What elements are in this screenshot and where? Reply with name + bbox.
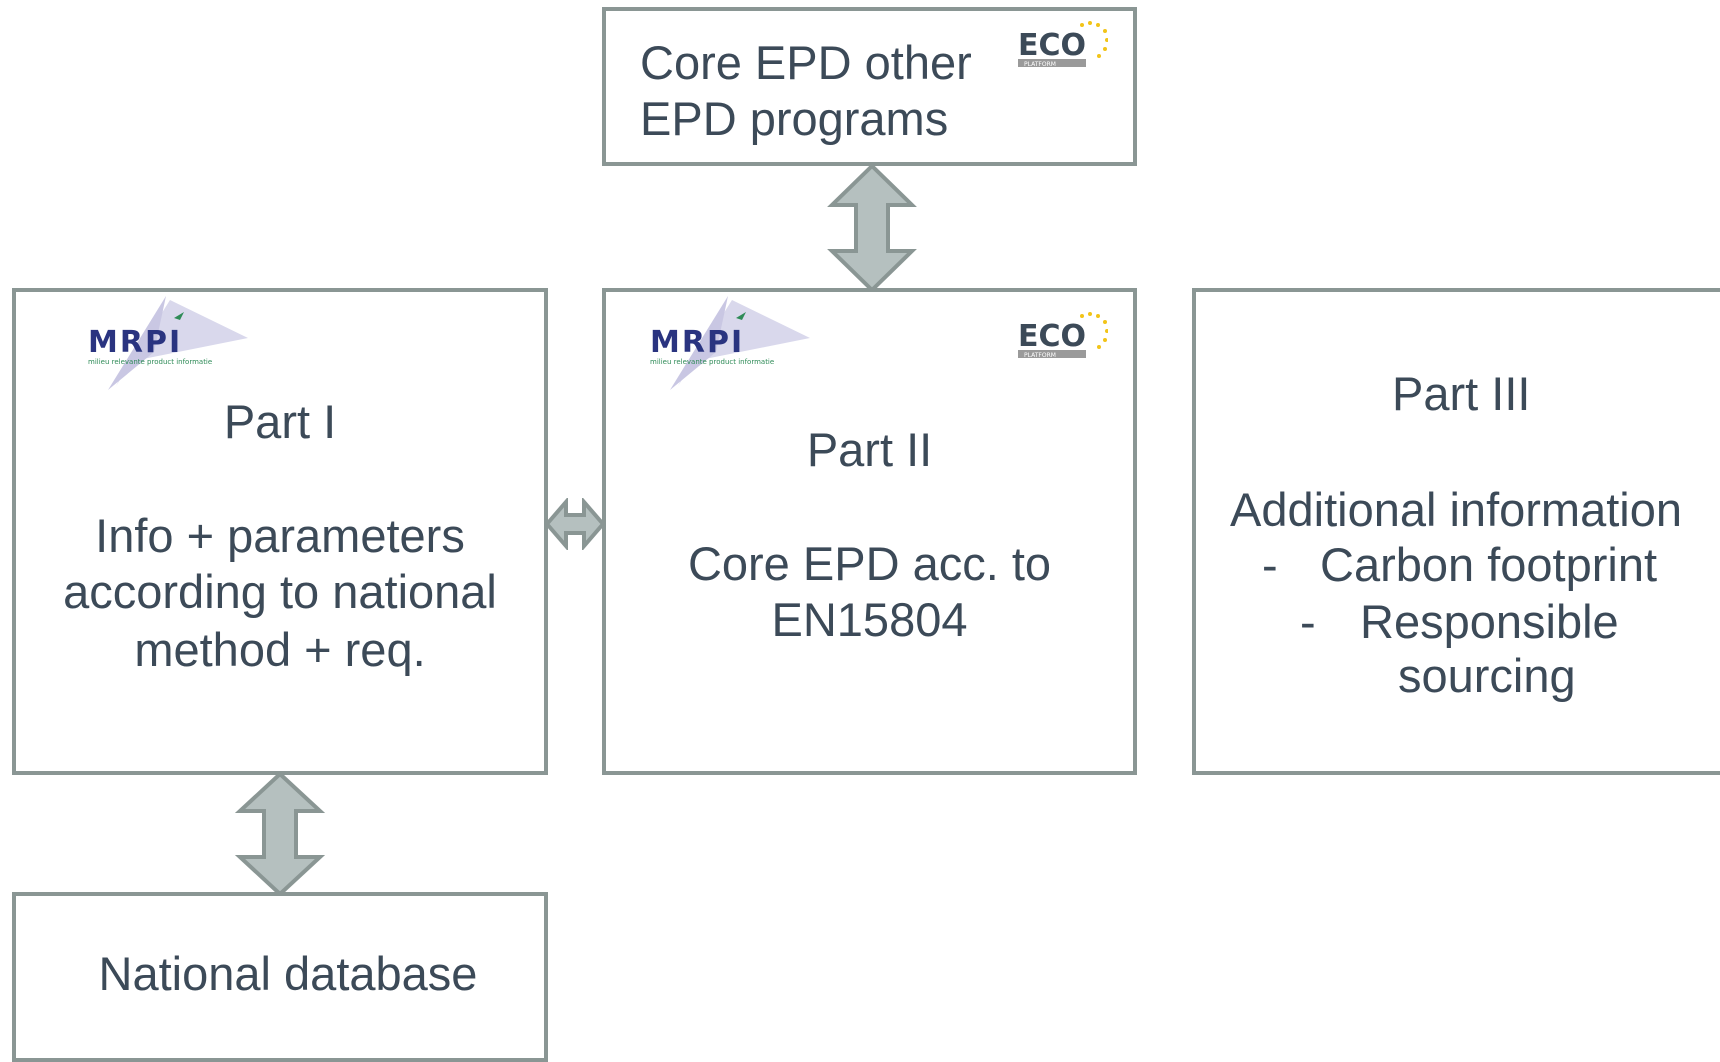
national-database-label: National database <box>98 947 478 1000</box>
part3-heading: Additional information <box>1230 483 1682 536</box>
part1-title: Part I <box>223 395 337 448</box>
mrpi-logo: MRPI milieu relevante product informatie <box>650 292 812 390</box>
part3-bullet2-dash: - <box>1300 595 1316 648</box>
part3-title: Part III <box>1392 367 1531 420</box>
part2-box: MRPI milieu relevante product informatie… <box>602 288 1137 775</box>
part3-bullet1-text: Carbon footprint <box>1320 538 1658 591</box>
part1-line3: method + req. <box>134 623 426 676</box>
part2-title: Part II <box>806 423 933 476</box>
part3-bullet2-text: Responsible <box>1360 595 1619 648</box>
double-arrow-horizontal-icon <box>544 498 606 550</box>
part3-bullet1-dash: - <box>1262 538 1278 591</box>
mrpi-logo-text: MRPI <box>650 325 744 360</box>
national-database-box: National database <box>12 892 548 1062</box>
eco-logo-text: ECO <box>1018 28 1086 63</box>
mrpi-logo: MRPI milieu relevante product informatie <box>88 292 250 390</box>
part3-bullet2-cont: sourcing <box>1398 649 1576 702</box>
part1-line2: according to national <box>63 565 497 618</box>
part2-line1: Core EPD acc. to <box>687 537 1052 590</box>
eco-logo-text: ECO <box>1018 319 1086 354</box>
mrpi-logo-text: MRPI <box>88 325 182 360</box>
double-arrow-vertical-icon <box>827 163 917 293</box>
core-epd-other-box: Core EPD other EPD programs ECO PLATFORM <box>602 7 1137 166</box>
mrpi-logo-tagline: milieu relevante product informatie <box>650 358 774 366</box>
core-epd-other-line2: EPD programs <box>640 92 949 145</box>
part3-box: Part III Additional information - Carbon… <box>1192 288 1720 775</box>
eco-logo-sub: PLATFORM <box>1024 61 1056 68</box>
part2-line2: EN15804 <box>771 593 968 646</box>
part1-line1: Info + parameters <box>95 509 465 562</box>
eco-logo-sub: PLATFORM <box>1024 352 1056 359</box>
eco-platform-logo: ECO PLATFORM <box>1018 21 1109 73</box>
double-arrow-vertical-icon <box>234 771 326 897</box>
mrpi-logo-tagline: milieu relevante product informatie <box>88 358 212 366</box>
part1-box: MRPI milieu relevante product informatie… <box>12 288 548 775</box>
core-epd-other-line1: Core EPD other <box>640 36 972 89</box>
eco-platform-logo: ECO PLATFORM <box>1018 312 1109 364</box>
